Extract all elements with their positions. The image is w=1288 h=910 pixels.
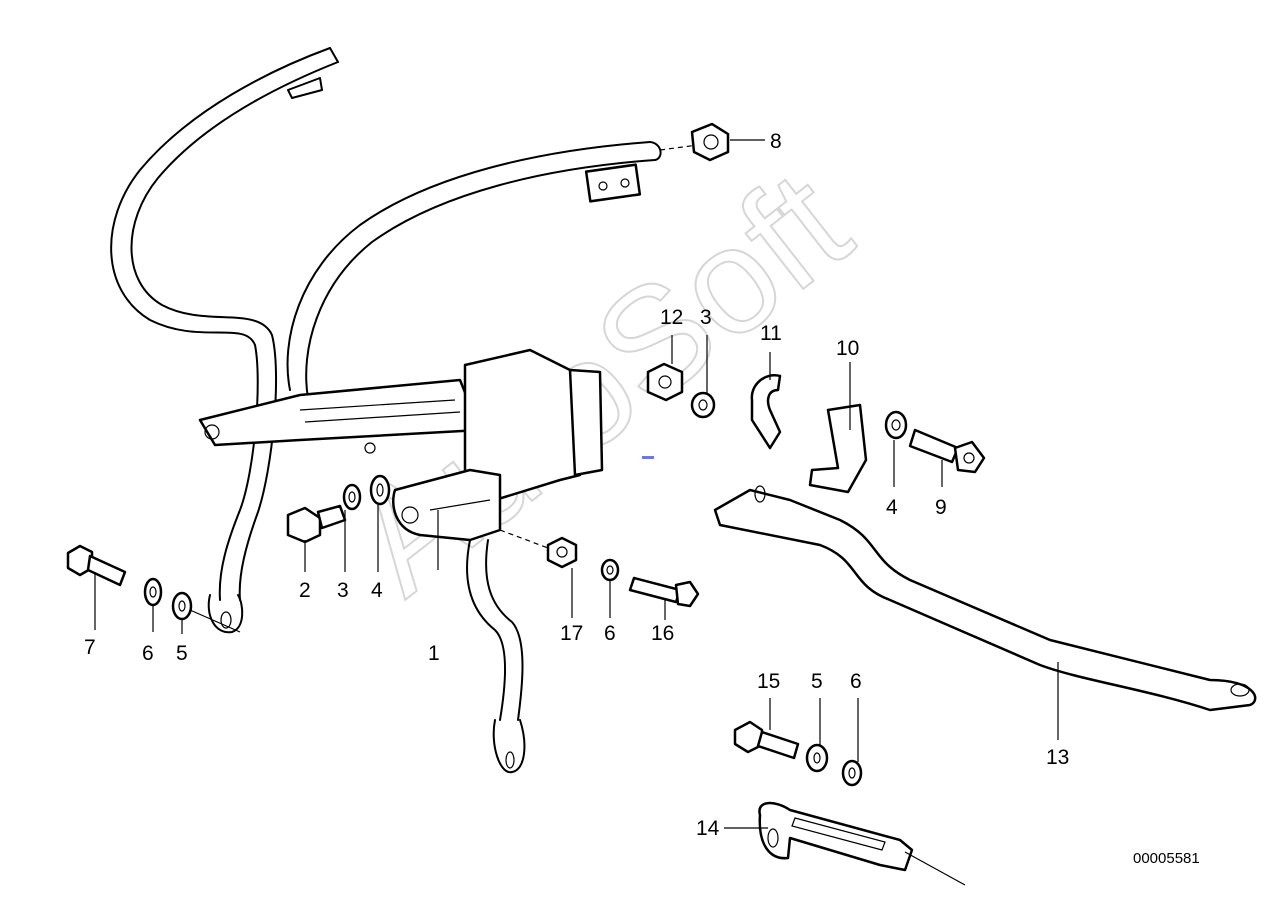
lower-handle [466,539,526,774]
nut-8 [690,122,730,162]
callout-12: 12 [660,306,683,329]
callout-6: 6 [142,642,154,665]
callout-5: 5 [811,670,823,693]
callout-6: 6 [850,670,862,693]
callout-16: 16 [651,622,674,645]
hinge-mechanism [198,348,604,542]
callout-2: 2 [299,579,311,602]
callout-11: 11 [760,322,782,345]
clamp-assembly [646,362,986,494]
leader-lines [94,139,1059,829]
callout-3: 3 [700,306,712,329]
callout-7: 7 [84,636,96,659]
document-number: 00005581 [1133,850,1200,867]
callout-9: 9 [935,496,947,519]
callout-5: 5 [176,642,188,665]
callout-10: 10 [836,337,859,360]
callout-15: 15 [757,670,780,693]
blue-mark [642,456,654,459]
callout-14: 14 [696,817,720,840]
bolt-2-assembly [286,474,391,544]
bracket-14-assembly [733,720,966,886]
callout-6: 6 [604,622,616,645]
callout-8: 8 [770,130,782,153]
callout-13: 13 [1046,746,1069,769]
upper-handle-rod [286,141,699,399]
support-bar-13 [713,485,1257,712]
bolt-16-assembly [499,529,700,608]
callout-17: 17 [560,622,583,645]
callout-4: 4 [371,579,383,602]
callout-3: 3 [337,579,349,602]
left-handle-rod [110,47,339,634]
callout-1: 1 [428,642,440,665]
callout-4: 4 [886,496,898,519]
bolt-7-assembly [66,544,241,633]
callout-labels: 1 2 3 3 4 4 5 5 6 6 6 7 8 9 10 11 12 13 … [84,130,1069,840]
